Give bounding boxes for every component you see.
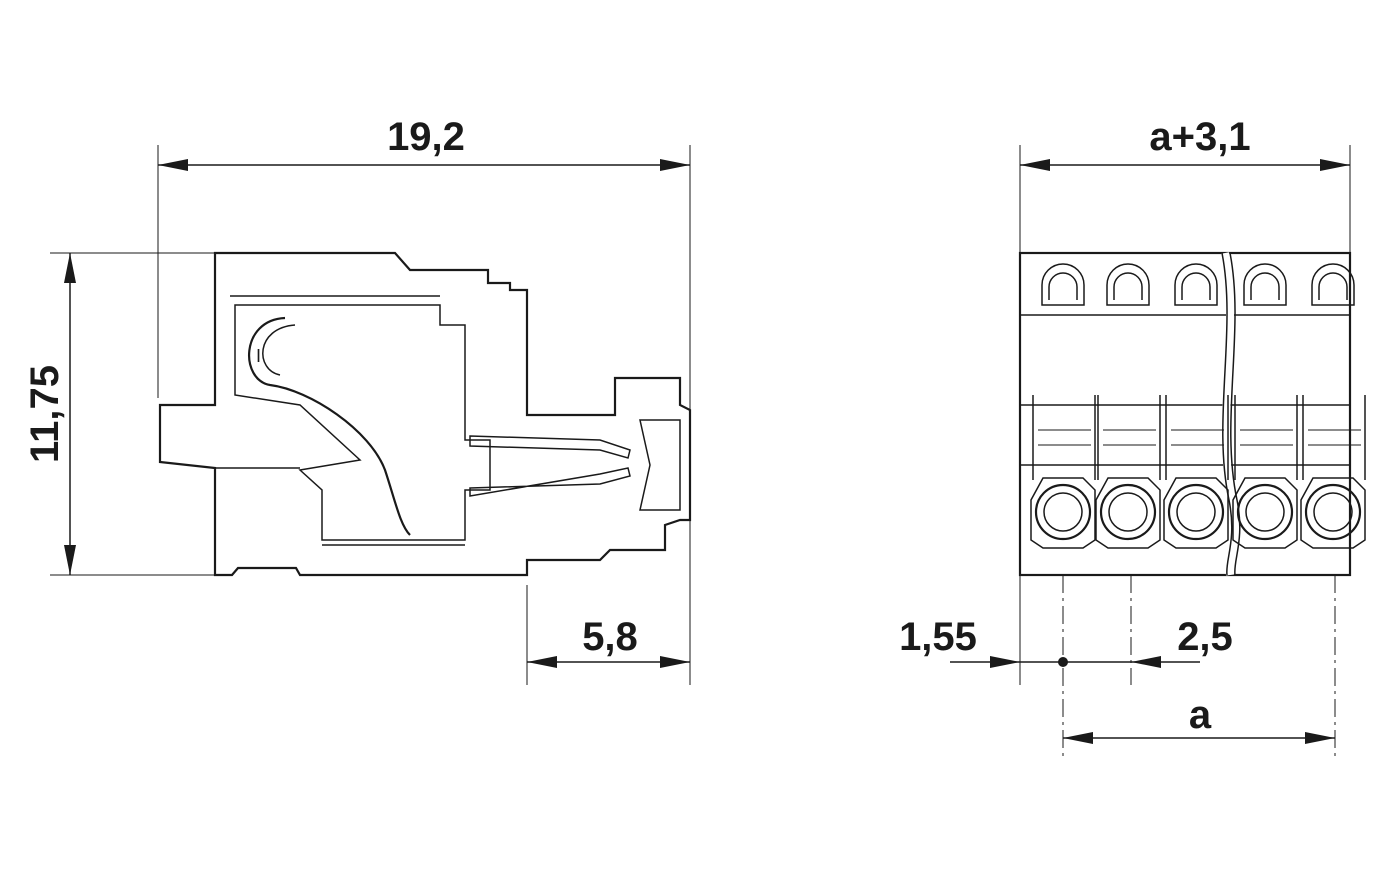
pitch-label: 2,5 [1177, 615, 1233, 659]
depth-dimension-label: 5,8 [582, 615, 638, 659]
wire-entry-hole [1304, 483, 1362, 541]
wire-entry-frame [1095, 477, 1161, 549]
wire-entry-hole [1167, 483, 1225, 541]
wire-entry-inner [1313, 492, 1353, 532]
wire-entry-hole [1236, 483, 1294, 541]
span-label: a [1189, 693, 1212, 737]
reference-dot [1058, 657, 1068, 667]
release-arch [1106, 263, 1150, 306]
connector-body [1018, 251, 1352, 577]
wire-entry-frame [1163, 477, 1229, 549]
offset-label: 1,55 [899, 615, 977, 659]
release-arch-inner [1048, 272, 1078, 300]
release-arch [1311, 263, 1355, 306]
wire-entry-inner [1043, 492, 1083, 532]
wire-entry-hole [1099, 483, 1157, 541]
housing-section [158, 251, 692, 577]
spring-clip [248, 316, 411, 536]
overall-width-label: a+3,1 [1149, 115, 1250, 159]
release-arch [1174, 263, 1218, 306]
wire-entry-inner [1176, 492, 1216, 532]
side-view: I 19,2 11,75 5,8 [23, 115, 692, 685]
width-dimension-label: 19,2 [387, 115, 465, 159]
wire-entry-inner [1108, 492, 1148, 532]
svg-text:I: I [256, 346, 261, 366]
break-line [1221, 252, 1239, 576]
release-arch-inner [1250, 272, 1280, 300]
wire-entry-frame [1300, 477, 1366, 549]
release-arch-inner [1113, 272, 1143, 300]
height-dimension-label: 11,75 [23, 365, 67, 463]
release-arch-inner [1318, 272, 1348, 300]
wire-entry-inner [1245, 492, 1285, 532]
contact-insert [234, 304, 491, 541]
wire-entry-frame [1232, 477, 1298, 549]
release-arch-inner [1181, 272, 1211, 300]
wire-entry-hole [1034, 483, 1092, 541]
front-view: a+3,1 1,55 2,5 a [899, 115, 1366, 760]
wire-entry-frame [1030, 477, 1096, 549]
release-arch [1243, 263, 1287, 306]
contact-fork [469, 435, 631, 459]
release-arch [1041, 263, 1085, 306]
pole-positions [1030, 263, 1366, 549]
